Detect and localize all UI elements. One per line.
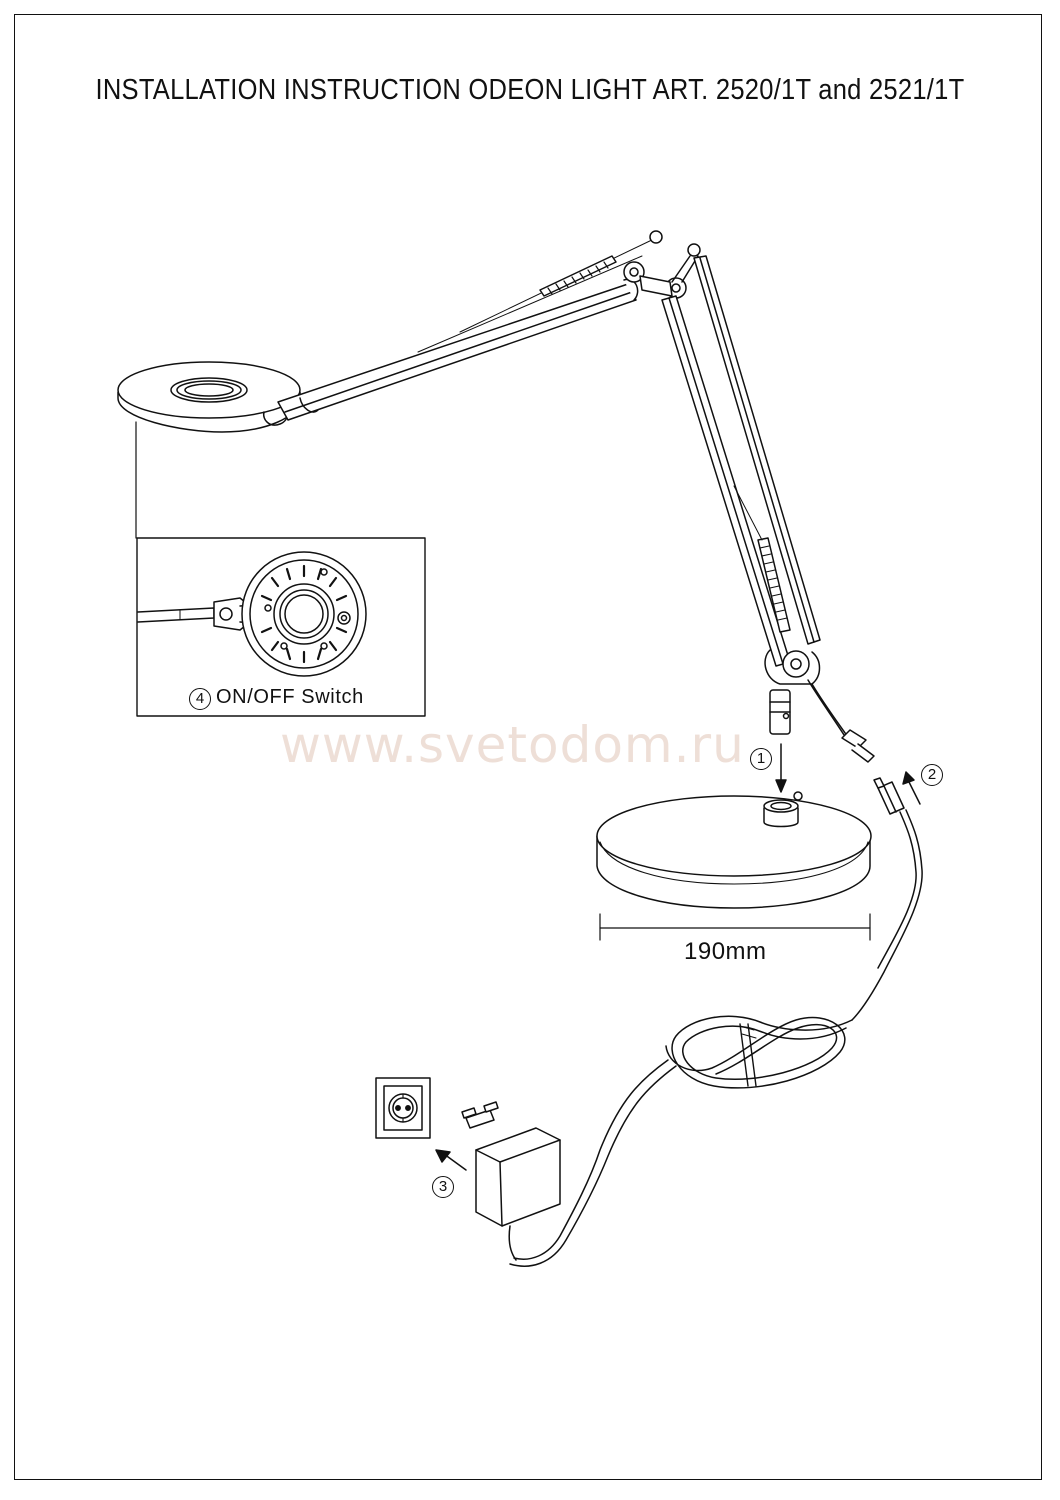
watermark: www.svetodom.ru bbox=[280, 716, 745, 774]
power-adapter bbox=[461, 1101, 561, 1261]
step-2-marker: 2 bbox=[921, 764, 943, 786]
switch-label: ON/OFF Switch bbox=[216, 686, 364, 708]
page-border bbox=[14, 14, 1042, 1480]
base-dimension-label: 190mm bbox=[684, 938, 767, 965]
lamp-base bbox=[596, 791, 872, 909]
base-dimension-line bbox=[599, 913, 871, 941]
lamp-elbow-joint bbox=[623, 243, 701, 299]
lamp-arm-front bbox=[277, 230, 663, 421]
step-1-marker: 1 bbox=[750, 748, 772, 770]
lamp-cable-connector bbox=[807, 679, 875, 763]
wall-socket bbox=[375, 1077, 431, 1139]
switch-detail-box bbox=[136, 537, 426, 717]
power-cord-plug bbox=[851, 777, 923, 1021]
step-4-marker: 4 bbox=[189, 688, 211, 710]
step-1-arrow bbox=[775, 743, 787, 793]
step-3-arrow bbox=[435, 1149, 467, 1171]
page-title: INSTALLATION INSTRUCTION ODEON LIGHT ART… bbox=[95, 74, 965, 106]
lamp-stem bbox=[764, 649, 821, 735]
step-3-marker: 3 bbox=[432, 1176, 454, 1198]
lamp-head bbox=[117, 361, 301, 433]
coiled-cord bbox=[509, 1015, 853, 1267]
lamp-arm-rear bbox=[661, 255, 821, 667]
step-2-arrow bbox=[902, 771, 921, 805]
